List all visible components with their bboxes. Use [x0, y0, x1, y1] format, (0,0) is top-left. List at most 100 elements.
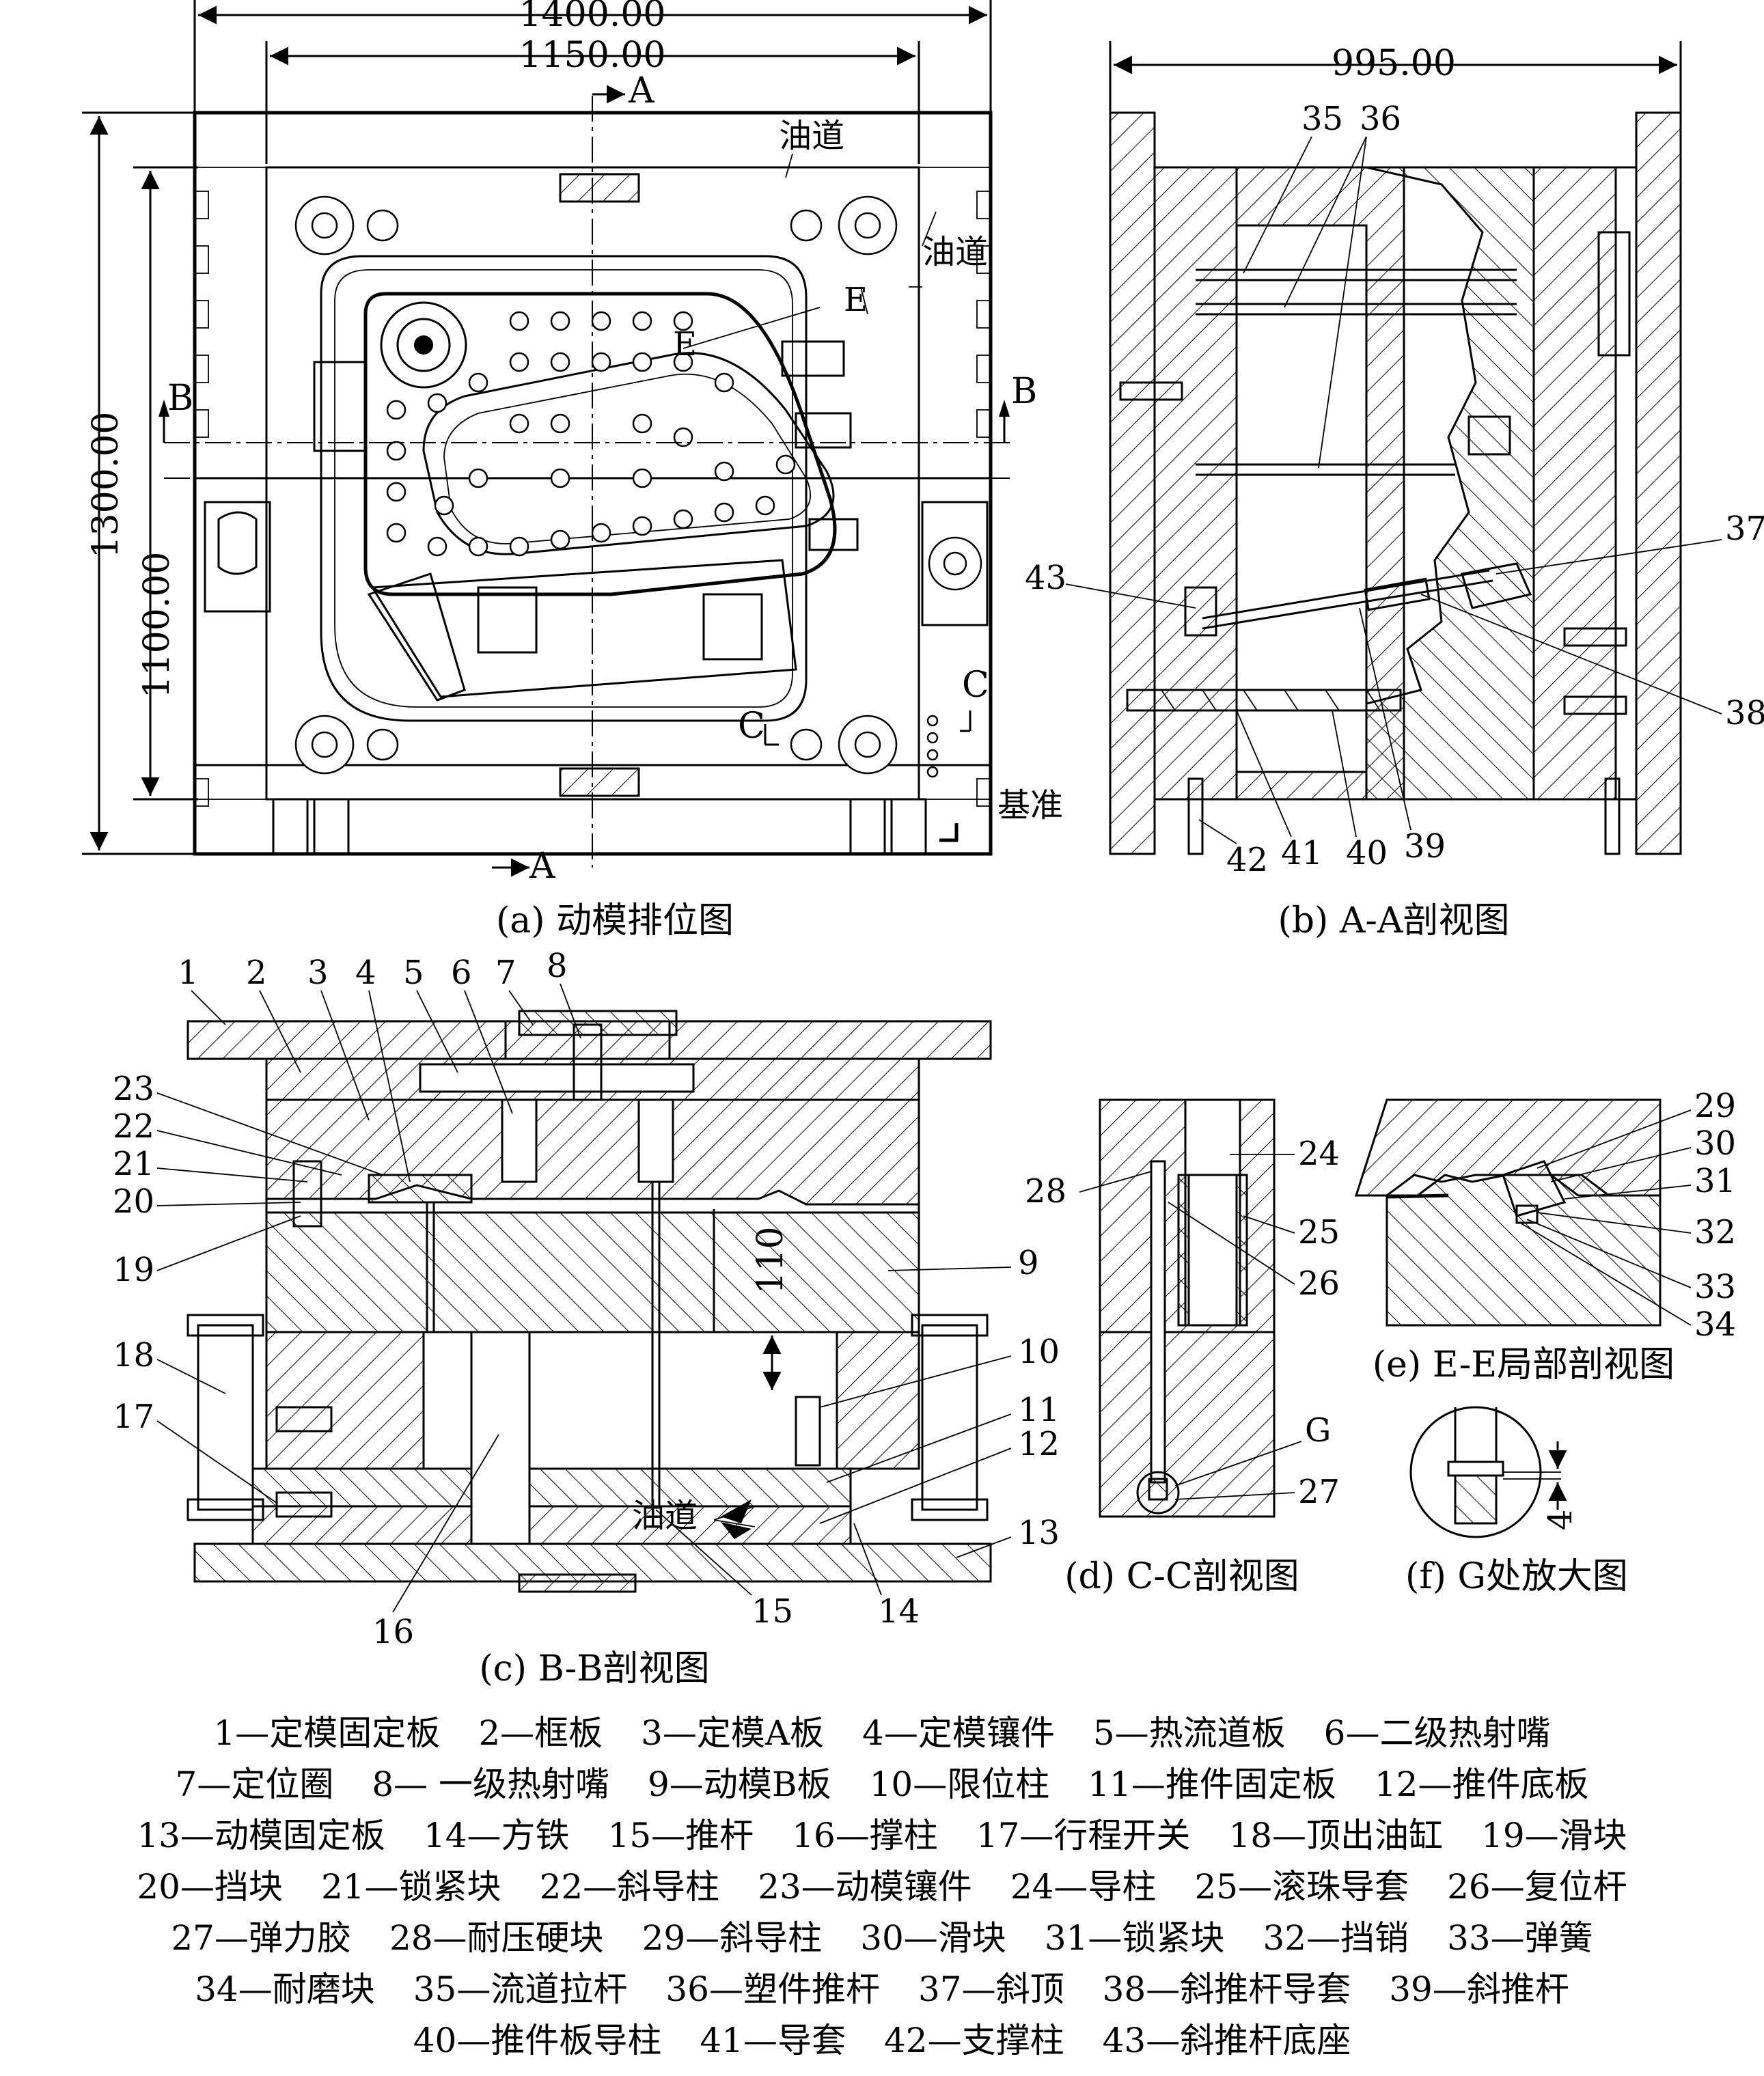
- note-oil-channel-1: 油道: [779, 117, 844, 155]
- legend-item: 34—耐磨块: [195, 1969, 375, 2009]
- callout-38: 38: [1725, 694, 1764, 732]
- dim-1300: 1300.00: [85, 411, 126, 558]
- callout-20: 20: [113, 1182, 154, 1221]
- callout-41: 41: [1281, 834, 1323, 872]
- callout-28: 28: [1025, 1172, 1066, 1210]
- section-mark-c-right: C: [962, 665, 989, 706]
- legend-item: 12—推件底板: [1374, 1764, 1589, 1804]
- callout-4: 4: [355, 954, 376, 992]
- legend-item: 24—导柱: [1010, 1867, 1157, 1907]
- callout-40: 40: [1346, 834, 1388, 872]
- legend-item: 17—行程开关: [976, 1816, 1191, 1855]
- legend-item: 39—斜推杆: [1389, 1969, 1569, 2009]
- legend-item: 3—定模A板: [641, 1713, 825, 1753]
- legend-item: 8— 一级热射嘴: [372, 1764, 610, 1804]
- view-b-section-aa: 995.00 35 36: [1025, 41, 1764, 941]
- legend-item: 35—流道拉杆: [413, 1969, 628, 2009]
- legend-item: 30—滑块: [860, 1918, 1006, 1958]
- section-mark-b-left: B: [167, 378, 193, 419]
- legend-item: 15—推杆: [607, 1816, 754, 1855]
- callout-22: 22: [113, 1107, 154, 1146]
- callout-25: 25: [1298, 1213, 1340, 1251]
- legend-item: 40—推件板导柱: [413, 2021, 662, 2060]
- legend-item: 10—限位柱: [869, 1764, 1050, 1804]
- callout-34: 34: [1694, 1305, 1736, 1344]
- legend-item: 23—动模镶件: [758, 1867, 972, 1907]
- mold-drawing: 1400.00 1150.00 1300.00 1100.00: [82, 0, 1764, 1689]
- callout-7: 7: [495, 954, 516, 992]
- caption-view-a: (a) 动模排位图: [496, 900, 734, 941]
- legend-item: 38—斜推杆导套: [1102, 1969, 1351, 2009]
- legend-item: 43—斜推杆底座: [1102, 2021, 1351, 2060]
- legend-item: 41—导套: [700, 2021, 846, 2060]
- callout-9: 9: [1018, 1244, 1039, 1282]
- legend-item: 14—方铁: [423, 1816, 570, 1855]
- section-mark-a-bottom: A: [529, 846, 556, 887]
- legend-item: 6—二级热射嘴: [1323, 1713, 1551, 1753]
- caption-view-d: (d) C-C剖视图: [1064, 1556, 1299, 1597]
- legend-row: 40—推件板导柱 41—导套 42—支撑柱 43—斜推杆底座: [0, 2015, 1764, 2066]
- view-c-section-bb: 110 油道 1 2 3 4 5 6 7 8 9 10 11: [113, 947, 1060, 1689]
- legend-item: 42—支撑柱: [884, 2021, 1064, 2060]
- legend-item: 4—定模镶件: [862, 1713, 1055, 1753]
- legend-item: 16—撑柱: [792, 1816, 938, 1855]
- legend-item: 25—滚珠导套: [1194, 1867, 1409, 1907]
- callout-26: 26: [1298, 1264, 1340, 1303]
- caption-view-b: (b) A-A剖视图: [1278, 900, 1509, 941]
- section-mark-c-left: C: [738, 706, 765, 747]
- view-d-section-cc: 24 25 26 27 28 G (d) C-C剖视图: [1025, 1098, 1340, 1597]
- dim-1100: 1100.00: [137, 551, 178, 698]
- callout-16: 16: [372, 1613, 414, 1651]
- legend-item: 7—定位圈: [175, 1764, 334, 1804]
- legend-item: 13—动模固定板: [137, 1816, 385, 1855]
- legend-item: 33—弹簧: [1447, 1918, 1593, 1958]
- view-e-section-ee: 29 30 31 32 33 34 (e) E-E局部剖视图: [1354, 1087, 1736, 1385]
- legend-item: 36—塑件推杆: [665, 1969, 880, 2009]
- callout-36: 36: [1360, 100, 1401, 138]
- callout-33: 33: [1694, 1268, 1736, 1306]
- legend-item: 22—斜导柱: [539, 1867, 720, 1907]
- note-oil-channel-c: 油道: [632, 1497, 698, 1535]
- callout-31: 31: [1694, 1162, 1736, 1200]
- callout-13: 13: [1018, 1514, 1060, 1552]
- dim-995: 995.00: [1332, 43, 1456, 84]
- dim-110: 110: [750, 1226, 791, 1294]
- view-a-layout: 1400.00 1150.00 1300.00 1100.00: [82, 0, 1063, 941]
- dim-1400: 1400.00: [519, 0, 665, 35]
- note-oil-channel-2: 油道: [922, 233, 988, 271]
- legend-row: 34—耐磨块 35—流道拉杆 36—塑件推杆 37—斜顶 38—斜推杆导套 39—斜推杆: [0, 1964, 1764, 2015]
- callout-23: 23: [113, 1070, 154, 1108]
- callout-30: 30: [1694, 1124, 1736, 1163]
- legend-item: 37—斜顶: [918, 1969, 1064, 2009]
- callout-42: 42: [1226, 841, 1268, 879]
- legend-item: 27—弹力胶: [171, 1918, 351, 1958]
- callout-10: 10: [1018, 1333, 1060, 1371]
- legend-item: 32—挡销: [1263, 1918, 1409, 1958]
- callout-5: 5: [403, 954, 424, 992]
- legend-item: 9—动模B板: [648, 1764, 831, 1804]
- note-datum: 基准: [997, 786, 1063, 825]
- callout-12: 12: [1018, 1425, 1060, 1463]
- callout-6: 6: [451, 954, 472, 992]
- callout-2: 2: [246, 954, 267, 992]
- legend-item: 31—锁紧块: [1044, 1918, 1225, 1958]
- callout-29: 29: [1694, 1087, 1736, 1125]
- callout-39: 39: [1404, 827, 1446, 866]
- legend-item: 11—推件固定板: [1088, 1764, 1336, 1804]
- legend-item: 5—热流道板: [1092, 1713, 1286, 1753]
- callout-15: 15: [752, 1592, 793, 1631]
- dim-1150: 1150.00: [519, 35, 665, 76]
- legend-item: 18—顶出油缸: [1228, 1816, 1444, 1855]
- caption-view-c: (c) B-B剖视图: [479, 1648, 709, 1689]
- callout-21: 21: [113, 1145, 154, 1183]
- caption-view-e: (e) E-E局部剖视图: [1373, 1344, 1675, 1385]
- callout-19: 19: [113, 1251, 154, 1289]
- section-mark-a-top: A: [628, 70, 655, 111]
- callout-17: 17: [113, 1398, 154, 1436]
- legend-item: 29—斜导柱: [642, 1918, 823, 1958]
- legend-item: 20—挡块: [137, 1867, 283, 1907]
